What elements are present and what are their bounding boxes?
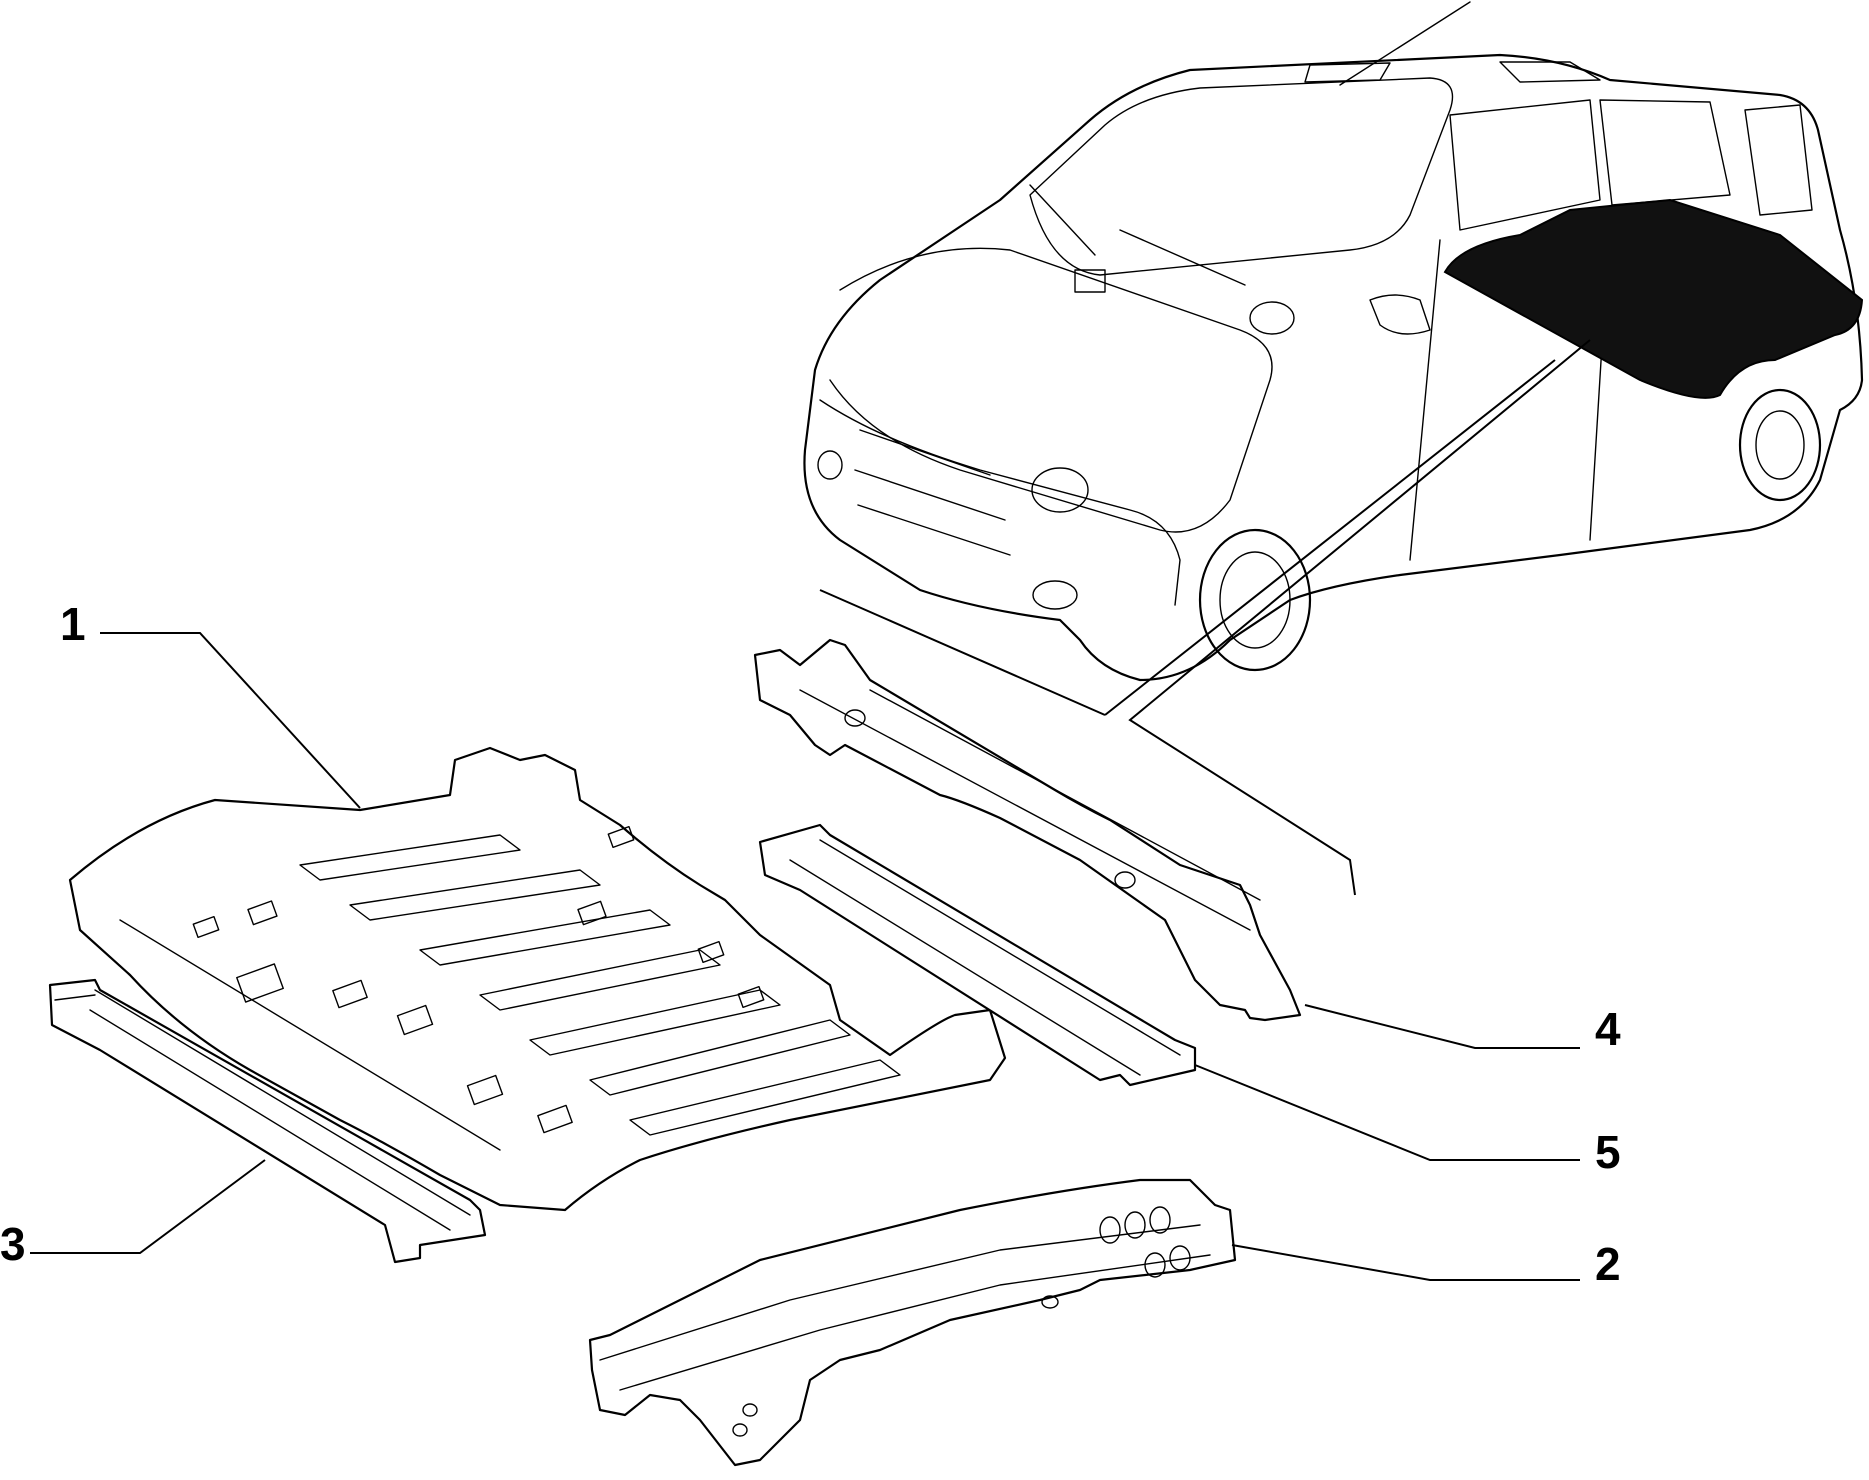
- leader-line-4: [1304, 1004, 1580, 1049]
- leader-line-2: [1231, 1244, 1580, 1281]
- part-3-left-rail: [48, 978, 487, 1264]
- part-5-middle-rail: [758, 823, 1197, 1087]
- part-1-floor-pan: [68, 746, 1007, 1212]
- car-illustration: [803, 1, 1864, 896]
- leader-line-5: [1194, 1064, 1580, 1161]
- callout-5: 5: [1595, 1126, 1621, 1178]
- part-2-lower-rail: [588, 1178, 1237, 1467]
- leader-lines: [30, 632, 1580, 1281]
- part-4-right-rail: [753, 638, 1302, 1022]
- callout-4: 4: [1595, 1003, 1621, 1055]
- leader-line-1: [100, 632, 361, 809]
- callout-3: 3: [0, 1218, 26, 1270]
- callout-1: 1: [60, 598, 86, 650]
- leader-line-3: [30, 1159, 266, 1254]
- highlighted-floor-area: [1443, 198, 1864, 399]
- callout-2: 2: [1595, 1238, 1621, 1290]
